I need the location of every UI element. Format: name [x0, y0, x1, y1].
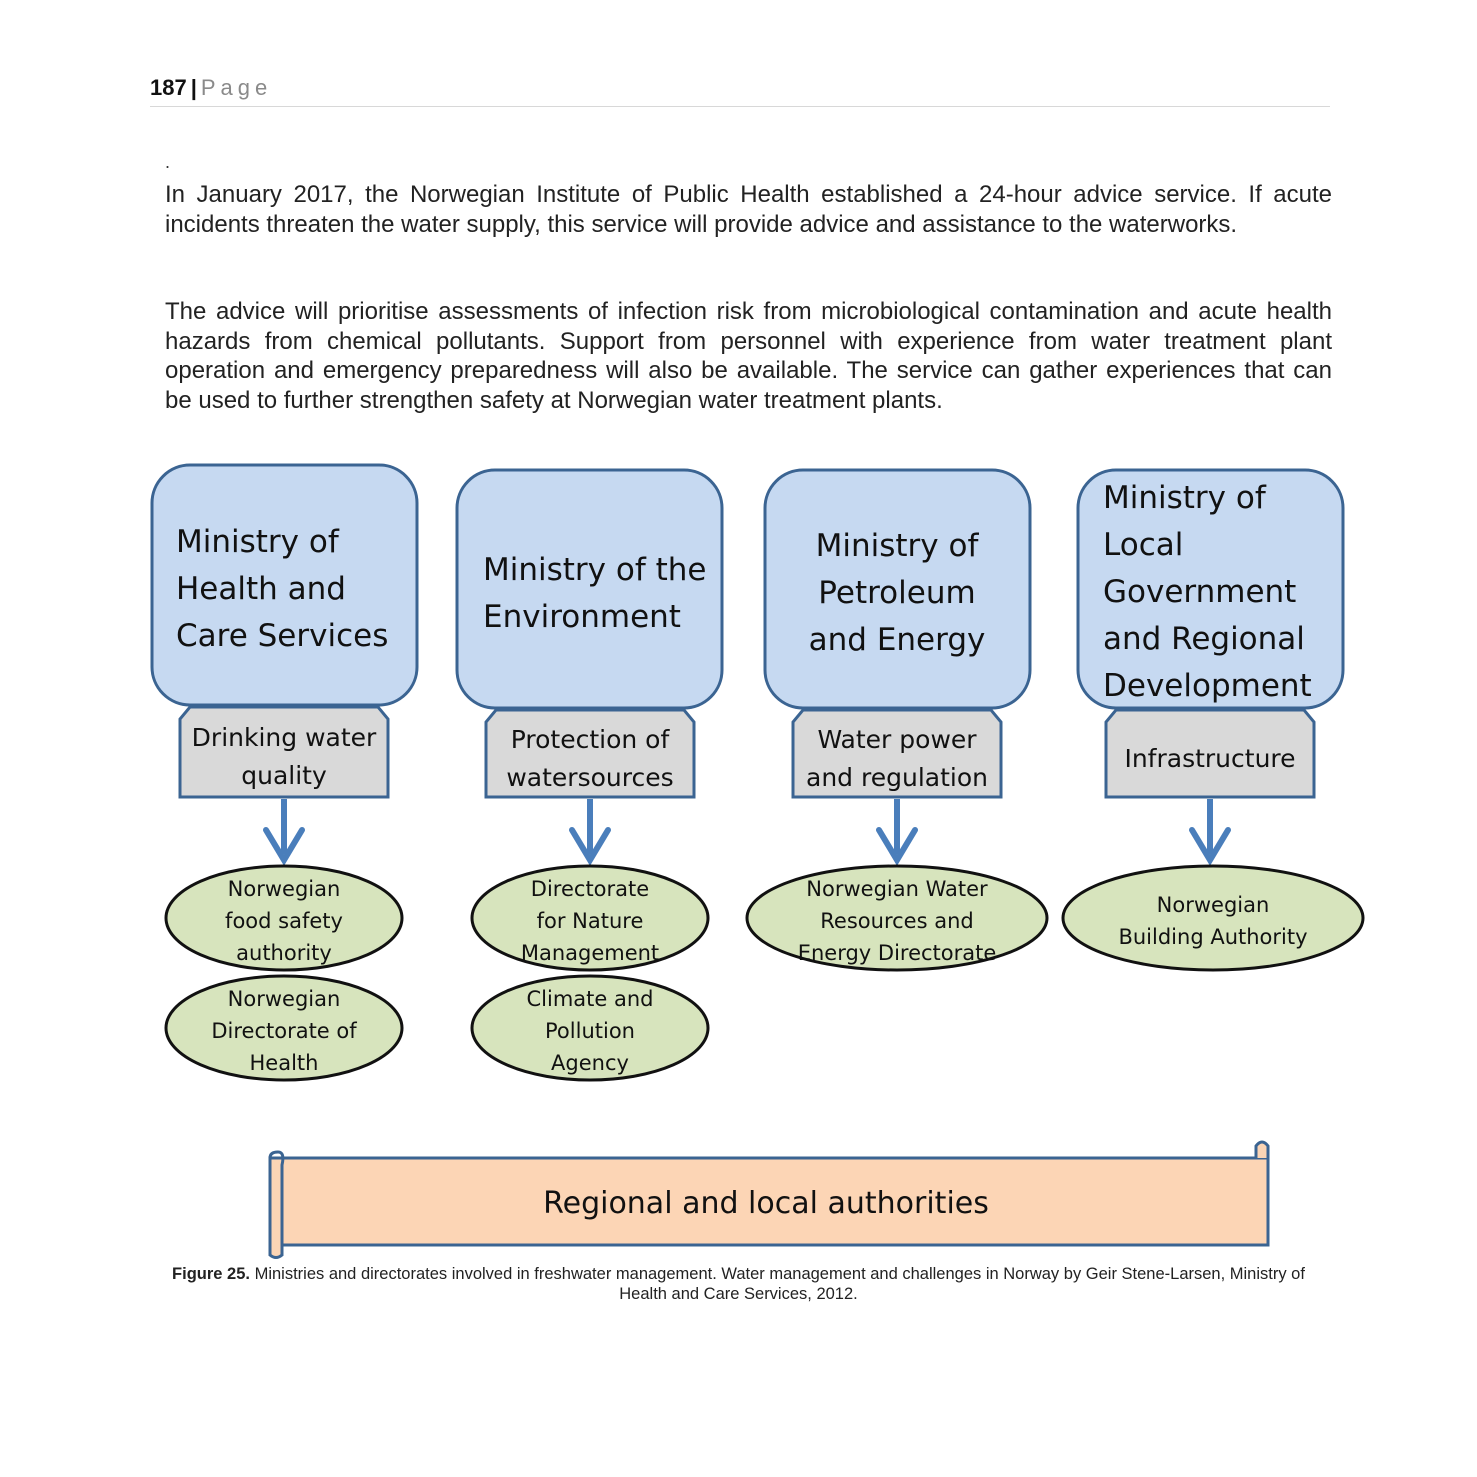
agency-name-line: authority — [236, 941, 332, 965]
agency-name-line: food safety — [225, 909, 343, 933]
regional-banner: Regional and local authorities — [268, 1140, 1270, 1259]
ministry-name-line: Health and — [176, 571, 346, 607]
agency-name-line: Norwegian — [228, 877, 341, 901]
down-arrow-head — [876, 827, 918, 866]
ministry-name-line: and Energy — [809, 622, 986, 658]
figure-caption: Figure 25. Ministries and directorates i… — [150, 1264, 1327, 1304]
ministry-name-line: Development — [1103, 668, 1312, 704]
banner-left-curl — [268, 1150, 285, 1245]
ministry-name-line: and Regional — [1103, 621, 1305, 657]
responsibility-box — [791, 708, 1003, 799]
lead-dot: . — [165, 152, 171, 172]
agency-ellipse — [470, 974, 710, 1082]
page-separator: | — [190, 75, 197, 100]
agency-name-line: Norwegian — [1157, 893, 1270, 917]
responsibility-box — [178, 705, 390, 799]
down-arrow-head — [1189, 827, 1231, 866]
responsibility-line: and regulation — [806, 763, 988, 792]
ministry-name-line: Petroleum — [818, 575, 975, 611]
agency-name-line: Building Authority — [1118, 925, 1307, 949]
agency-name-line: Directorate — [531, 877, 649, 901]
agency-name-line: for Nature — [537, 909, 644, 933]
caption-text: Ministries and directorates involved in … — [249, 1265, 1305, 1303]
responsibility-line: quality — [241, 761, 327, 790]
agency-ellipse — [470, 864, 710, 972]
responsibility-line: Infrastructure — [1124, 744, 1295, 773]
responsibility-line: Protection of — [511, 725, 671, 754]
agency-name-line: Norwegian — [228, 987, 341, 1011]
ministry-name-line: Ministry of the — [483, 552, 706, 588]
ministry-name-line: Care Services — [176, 618, 388, 654]
caption-label: Figure 25. — [172, 1265, 250, 1283]
responsibility-line: watersources — [506, 763, 673, 792]
agency-name-line: Management — [521, 941, 659, 965]
ministry-box — [1076, 468, 1345, 710]
banner-scroll-shape — [268, 1156, 1270, 1259]
ministry-box — [763, 468, 1032, 710]
agency-name-line: Energy Directorate — [798, 941, 997, 965]
ministry-name-line: Environment — [483, 599, 681, 635]
page-number: 187 — [150, 75, 187, 100]
agency-name-line: Agency — [551, 1051, 629, 1075]
agency-name-line: Climate and — [527, 987, 654, 1011]
agency-name-line: Directorate of — [211, 1019, 357, 1043]
agency-name-line: Resources and — [820, 909, 973, 933]
agency-name-line: Health — [250, 1051, 319, 1075]
ministry-name-line: Government — [1103, 574, 1296, 610]
down-arrow-head — [569, 827, 611, 866]
paragraph-2: The advice will prioritise assessments o… — [165, 298, 1332, 414]
agency-ellipse — [1061, 864, 1365, 972]
ministry-name-line: Ministry of — [176, 524, 340, 560]
ministry-box — [455, 468, 724, 710]
ministry-name-line: Ministry of — [816, 528, 980, 564]
agency-ellipse — [745, 864, 1049, 972]
page-word: Page — [200, 75, 273, 100]
responsibility-line: Drinking water — [192, 723, 377, 752]
responsibility-box — [1104, 708, 1316, 799]
banner-right-curl — [1254, 1140, 1270, 1158]
paragraph-1: In January 2017, the Norwegian Institute… — [165, 181, 1332, 238]
agency-name-line: Pollution — [545, 1019, 635, 1043]
page-header: 187|Page — [150, 74, 1330, 107]
ministry-box — [150, 463, 419, 707]
ministry-name-line: Local — [1103, 527, 1183, 563]
ministry-name-line: Ministry of — [1103, 480, 1267, 516]
responsibility-line: Water power — [817, 725, 977, 754]
agency-name-line: Norwegian Water — [806, 877, 988, 901]
banner-label: Regional and local authorities — [543, 1186, 989, 1221]
agency-ellipse — [164, 864, 404, 972]
down-arrow-head — [263, 827, 305, 866]
agency-ellipse — [164, 974, 404, 1082]
responsibility-box — [484, 708, 696, 799]
